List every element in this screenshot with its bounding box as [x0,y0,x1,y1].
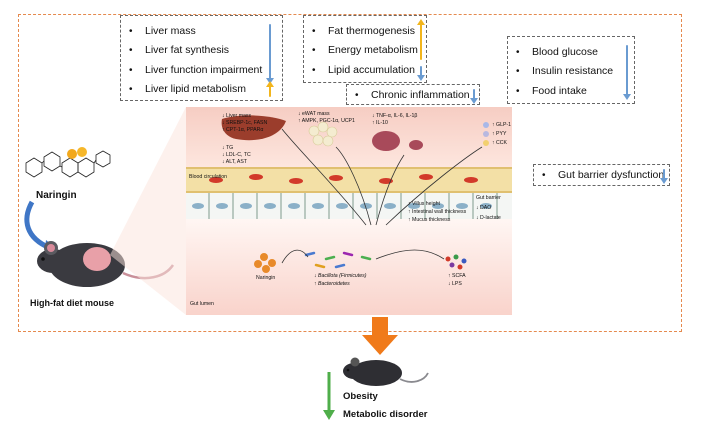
glucose-item: Insulin resistance [516,62,634,81]
mouse-label: High-fat diet mouse [30,298,115,308]
panel-naringin-label: Naringin [256,275,276,281]
outcome-obesity: Obesity [343,391,378,402]
organ-illustrations [192,115,492,273]
fat-item: Lipid accumulation [312,61,426,80]
vessel-edge [186,167,512,169]
metabolite-line: ↑ SCFA [448,273,466,279]
decrease-arrow-icon [266,24,274,84]
decrease-arrow-icon [470,89,478,104]
increase-arrow-icon [417,19,425,60]
barrier-line: ↓ DAO [476,205,492,211]
decrease-arrow-icon [660,169,668,184]
fat-line: ↑ AMPK, PGC-1α, UCP1 [298,118,355,124]
fat-item: Fat thermogenesis [312,22,426,41]
hormone-line: ↑ GLP-1 [492,122,512,128]
outer-dashed-frame [18,14,682,332]
metabolite-line: ↓ LPS [448,281,462,287]
hormone-line: ↑ CCK [492,140,507,146]
decrease-arrow-icon [623,45,631,100]
microbe-line: ↑ Bacteroidetes [314,281,350,287]
zoom-projection-lines [110,107,186,315]
blood-line: ↓ TG [222,145,234,151]
liver-line: ↑ CPT-1α, PPARα [222,127,264,133]
inflammation-line: ↓ TNF-α, IL-6, IL-1β [372,113,418,119]
microbe-line: ↓ Bacillota (Firmicutes) [314,273,367,279]
blood-vessel-band [186,167,512,193]
decrease-arrow-icon [417,66,425,81]
outcome-arrow-icon [362,317,398,355]
villus-line: ↑ Intestinal wall thickness [408,209,467,215]
liver-item: Liver fat synthesis [129,41,282,60]
fat-effects-box: Fat thermogenesis Energy metabolism Lipi… [303,15,427,83]
mechanism-panel: ↓ Liver mass ↓ SREBP-1c, FASN ↑ CPT-1α, … [186,107,512,315]
outcome-metabolic-disorder: Metabolic disorder [343,409,428,420]
blood-circulation-label: Blood circulation [189,174,228,180]
liver-line: ↓ Liver mass [222,113,252,119]
gut-lumen-label: Gut lumen [190,301,214,307]
blood-line: ↓ LDL-C, TC [222,152,251,158]
hormone-line: ↑ PYY [492,131,507,137]
glucose-item: Food intake [516,82,634,101]
blood-line: ↓ ALT, AST [222,159,247,165]
glucose-item: Blood glucose [516,43,634,62]
inflammation-item: Chronic inflammation [355,86,479,105]
fat-line: ↓ eWAT mass [298,111,330,117]
inflammation-line: ↑ IL-10 [372,120,388,126]
liver-item: Liver lipid metabolism [129,80,282,99]
barrier-line: Gut barrier [476,195,501,201]
naringin-structure-icon [25,147,111,178]
vessel-edge [186,191,512,193]
green-down-arrow-icon [323,372,335,420]
increase-arrow-icon [266,81,274,97]
liver-item: Liver function impairment [129,61,282,80]
fat-item: Energy metabolism [312,41,426,60]
barrier-line: ↓ D-lactate [476,215,501,221]
glucose-effects-box: Blood glucose Insulin resistance Food in… [507,36,635,104]
obese-mouse-icon [343,357,429,386]
liver-effects-box: Liver mass Liver fat synthesis Liver fun… [120,15,283,101]
villus-line: ↑ Villus height [408,201,440,207]
liver-line: ↓ SREBP-1c, FASN [222,120,268,126]
liver-item: Liver mass [129,22,282,41]
left-naringin-label: Naringin [36,190,77,201]
gut-barrier-box: Gut barrier dysfunction [533,164,670,186]
inflammation-box: Chronic inflammation [346,84,480,105]
gut-barrier-item: Gut barrier dysfunction [542,166,669,185]
high-fat-mouse-icon [37,241,175,287]
villus-line: ↑ Mucus thickness [408,217,451,223]
